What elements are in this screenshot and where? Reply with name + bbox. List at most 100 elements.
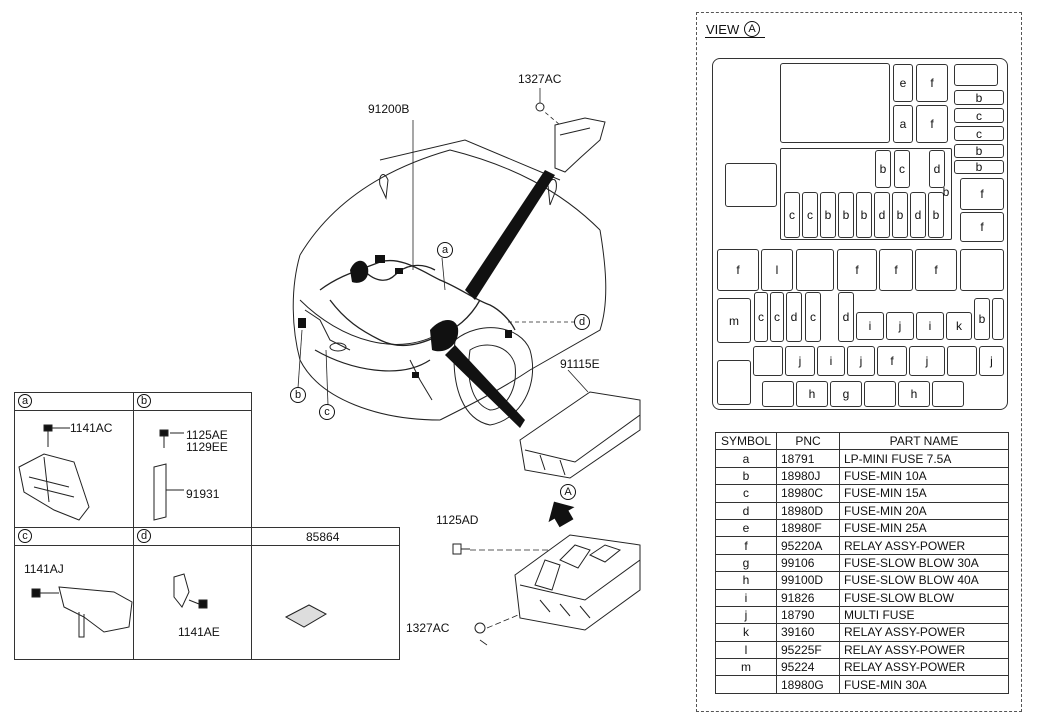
cell-part-name: RELAY ASSY-POWER (839, 536, 1009, 555)
inset-d-letter: d (137, 529, 151, 543)
inset-b-part3: 91931 (186, 487, 220, 501)
cell-pnc: 18790 (776, 605, 840, 625)
callout-a: a (437, 242, 453, 258)
fuse-b: b (856, 192, 872, 238)
view-a-marker: A (560, 484, 576, 500)
fuse-c: c (954, 126, 1004, 141)
cell-pnc: 91826 (776, 588, 840, 607)
inset-c-letter: c (18, 529, 32, 543)
cell-symbol: f (715, 536, 777, 555)
fuse-b: b (954, 160, 1004, 174)
clip-top-label: 1327AC (518, 72, 562, 86)
cell-symbol: l (715, 640, 777, 660)
cell-symbol: k (715, 623, 777, 642)
harness-label: 91200B (368, 102, 410, 116)
view-a-panel (696, 12, 1022, 712)
fuse-a: a (893, 105, 913, 143)
slot-empty (864, 381, 896, 407)
fuse-c: c (954, 108, 1004, 123)
cell-part-name: FUSE-MIN 15A (839, 484, 1009, 503)
slot-empty (753, 346, 783, 376)
fuse-j: j (979, 346, 1004, 376)
cell-symbol (715, 675, 777, 694)
fuse-j: j (886, 312, 914, 340)
cell-pnc: 99100D (776, 571, 840, 590)
relay-f: f (837, 249, 877, 291)
relay-k: k (946, 312, 972, 340)
inset-a-letter: a (18, 394, 32, 408)
cell-symbol: i (715, 588, 777, 607)
slot-empty (932, 381, 964, 407)
cell-symbol: d (715, 501, 777, 520)
fuse-b: b (974, 298, 990, 340)
cell-part-name: FUSE-MIN 20A (839, 501, 1009, 520)
fuse-d: d (929, 150, 945, 188)
relay-f: f (877, 346, 907, 376)
fuse-d: d (838, 292, 854, 342)
relay-f: f (916, 105, 948, 143)
relay-f: f (915, 249, 957, 291)
cell-symbol: a (715, 449, 777, 468)
fuse-i: i (916, 312, 944, 340)
cell-symbol: c (715, 484, 777, 503)
fuse-h: h (796, 381, 828, 407)
fuse-box-layout (712, 58, 1008, 410)
header-symbol: SYMBOL (715, 431, 777, 451)
inset-e-title: 85864 (306, 530, 340, 544)
inset-c-part: 1141AJ (24, 562, 64, 576)
fuse-c: c (894, 150, 910, 188)
fuse-b: b (954, 90, 1004, 105)
callout-d: d (574, 314, 590, 330)
callout-b: b (290, 387, 306, 403)
cell-pnc: 99106 (776, 553, 840, 573)
cell-part-name: FUSE-MIN 10A (839, 466, 1009, 486)
fuse-i: i (817, 346, 845, 376)
fuse-c: c (770, 292, 784, 342)
cell-pnc: 18980G (776, 675, 840, 694)
cell-part-name: MULTI FUSE (839, 605, 1009, 625)
fuse-b: b (838, 192, 854, 238)
cell-part-name: FUSE-SLOW BLOW 30A (839, 553, 1009, 573)
slot-empty (717, 360, 751, 405)
slot-empty (960, 249, 1004, 291)
fuse-b: b (820, 192, 836, 238)
cell-pnc: 39160 (776, 623, 840, 642)
cell-pnc: 18980D (776, 501, 840, 520)
fuse-c: c (754, 292, 768, 342)
inset-b-part1: 1125AE (186, 428, 228, 442)
cell-pnc: 18980F (776, 518, 840, 538)
cell-pnc: 95224 (776, 658, 840, 677)
relay-f: f (960, 178, 1004, 210)
fuse-b: b (892, 192, 908, 238)
bolt-label: 1125AD (436, 513, 479, 527)
clip-bottom-label: 1327AC (406, 621, 450, 635)
slot-empty (992, 298, 1004, 340)
inset-d-part: 1141AE (178, 625, 220, 639)
relay-f: f (879, 249, 913, 291)
fuse-j: j (847, 346, 875, 376)
fuse-c: c (805, 292, 821, 342)
fuse-g: g (830, 381, 862, 407)
hood-outline (299, 149, 601, 256)
cell-part-name: FUSE-SLOW BLOW 40A (839, 571, 1009, 590)
fuse-b: b (954, 144, 1004, 158)
inset-b-letter: b (137, 394, 151, 408)
fuse-d: d (910, 192, 926, 238)
slot-empty (796, 249, 834, 291)
slot-empty (725, 163, 777, 207)
cell-part-name: RELAY ASSY-POWER (839, 623, 1009, 642)
cell-pnc: 95220A (776, 536, 840, 555)
relay-m: m (717, 298, 751, 343)
cell-part-name: FUSE-MIN 30A (839, 675, 1009, 694)
relay-f: f (717, 249, 759, 291)
header-part-name: PART NAME (839, 431, 1009, 451)
fuse-i: i (856, 312, 884, 340)
